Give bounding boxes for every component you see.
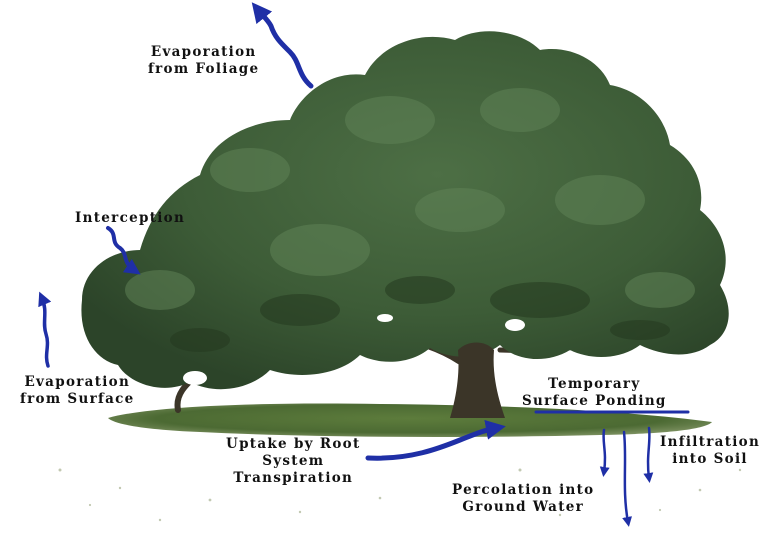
label-uptake-line3: Transpiration — [226, 470, 361, 487]
label-evaporation-surface: Evaporation from Surface — [20, 374, 135, 408]
label-infiltration: Infiltration into Soil — [660, 434, 760, 468]
label-percolation: Percolation into Ground Water — [452, 482, 594, 516]
label-uptake-line2: System — [226, 453, 361, 470]
label-uptake-line1: Uptake by Root — [226, 436, 361, 453]
percolation-arrow — [624, 432, 628, 522]
evaporation-surface-arrow — [42, 298, 48, 366]
label-temporary-ponding-line2: Surface Ponding — [522, 393, 667, 410]
label-uptake: Uptake by Root System Transpiration — [226, 436, 361, 487]
label-evaporation-foliage-line2: from Foliage — [148, 61, 259, 78]
ground-specks — [59, 469, 742, 522]
label-infiltration-line1: Infiltration — [660, 434, 760, 451]
label-evaporation-surface-line2: from Surface — [20, 391, 135, 408]
label-interception: Interception — [75, 210, 185, 227]
label-evaporation-foliage-line1: Evaporation — [148, 44, 259, 61]
label-percolation-line2: Ground Water — [452, 499, 594, 516]
label-evaporation-surface-line1: Evaporation — [20, 374, 135, 391]
label-percolation-line1: Percolation into — [452, 482, 594, 499]
evaporation-foliage-arrow — [258, 10, 311, 86]
infiltration-arrow-1 — [604, 430, 605, 472]
label-temporary-ponding-line1: Temporary — [522, 376, 667, 393]
label-infiltration-line2: into Soil — [660, 451, 760, 468]
label-temporary-ponding: Temporary Surface Ponding — [522, 376, 667, 410]
infiltration-arrow-2 — [648, 428, 649, 478]
label-evaporation-foliage: Evaporation from Foliage — [148, 44, 259, 78]
label-interception-text: Interception — [75, 210, 185, 227]
